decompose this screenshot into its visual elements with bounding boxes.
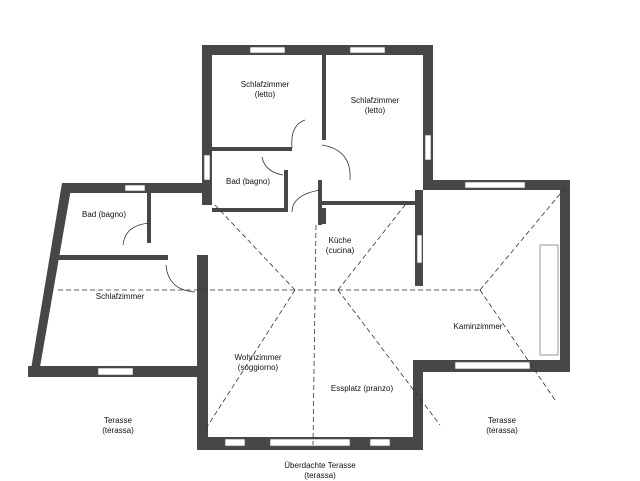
room-label-terrace-left: Terasse(terassa) <box>102 416 134 436</box>
room-name: Überdachte Terasse <box>284 461 356 470</box>
windows <box>97 46 559 447</box>
room-sub: (terassa) <box>102 426 134 435</box>
roof-lines <box>58 187 566 446</box>
room-label-kitchen: Küche(cucina) <box>326 236 354 256</box>
room-label-dining: Essplatz (pranzo) <box>331 384 393 394</box>
room-name: Schlafzimmer <box>240 80 290 89</box>
walls <box>28 45 570 450</box>
room-sub: (letto) <box>254 90 276 99</box>
room-name: Bad (bagno) <box>81 210 127 219</box>
room-label-bedroom-2: Schlafzimmer(letto) <box>351 96 399 116</box>
room-label-bedroom-1: Schlafzimmer(letto) <box>241 80 289 100</box>
room-label-bath-2: Bad (bagno) <box>82 210 126 220</box>
room-name: Essplatz (pranzo) <box>330 384 394 393</box>
room-name: Wohnzimmer <box>234 353 282 362</box>
room-name: Schlafzimmer <box>350 96 400 105</box>
doors <box>122 119 351 293</box>
room-sub: (terassa) <box>304 471 336 480</box>
room-name: Terasse <box>487 416 516 425</box>
room-name: Küche <box>328 236 352 245</box>
room-name: Terasse <box>103 416 132 425</box>
room-label-covered-terrace: Überdachte Terasse(terassa) <box>284 461 355 481</box>
room-sub: (letto) <box>364 106 386 115</box>
room-sub: (soggiorno) <box>237 363 279 372</box>
room-label-bedroom-3: Schlafzimmer <box>96 292 144 302</box>
room-label-terrace-right: Terasse(terassa) <box>486 416 518 436</box>
room-name: Bad (bagno) <box>225 177 271 186</box>
room-label-fireplace-room: Kaminzimmer <box>454 322 503 332</box>
room-label-bath-1: Bad (bagno) <box>226 177 270 187</box>
room-label-living-room: Wohnzimmer(soggiorno) <box>235 353 282 373</box>
room-sub: (cucina) <box>325 246 355 255</box>
room-name: Kaminzimmer <box>453 322 503 331</box>
room-sub: (terassa) <box>486 426 518 435</box>
room-name: Schlafzimmer <box>95 292 145 301</box>
